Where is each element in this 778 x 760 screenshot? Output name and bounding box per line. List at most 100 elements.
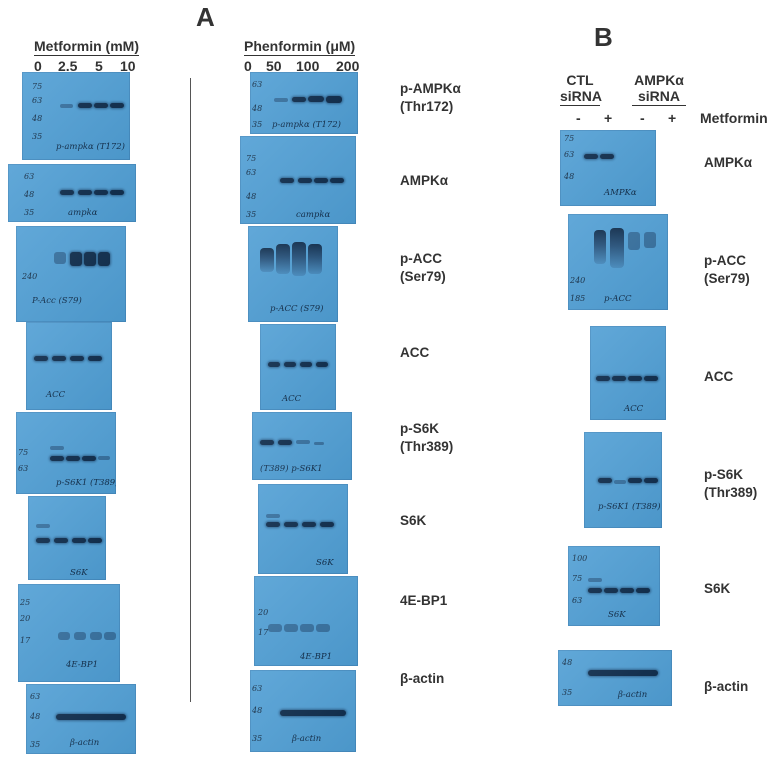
band <box>284 522 298 527</box>
blot-phen-p-acc: 240 185 p-ACC (S79) <box>248 226 338 322</box>
b-row-label-s6k: S6K <box>704 581 731 596</box>
blot-met-acc: 240 185 ACC <box>26 322 112 410</box>
band <box>88 538 102 543</box>
band <box>266 522 280 527</box>
band <box>588 578 602 582</box>
band <box>60 190 74 195</box>
sign-2: + <box>604 110 613 126</box>
ampk-sirna-header: AMPKα siRNA <box>632 72 686 106</box>
band <box>98 456 110 460</box>
band <box>292 242 306 276</box>
band <box>330 178 344 183</box>
row-label-4ebp1: 4E-BP1 <box>400 593 448 608</box>
band <box>266 514 280 518</box>
blot-phen-s6k: 75 63 S6K <box>258 484 348 574</box>
row-label-p-acc: p-ACC(Ser79) <box>400 251 446 284</box>
ctl-sirna-header: CTL siRNA <box>560 72 603 106</box>
band <box>316 624 330 632</box>
band <box>70 252 82 266</box>
band <box>50 446 64 450</box>
band <box>72 538 86 543</box>
blot-phen-ampk: 75 63 48 35 campkα <box>240 136 356 224</box>
band <box>326 96 342 103</box>
band <box>98 252 110 266</box>
band <box>610 228 624 268</box>
blot-met-ampk: 63 48 35 ampkα <box>8 164 136 222</box>
blot-met-b-actin: 63 48 35 β-actin <box>26 684 136 754</box>
band <box>268 624 282 632</box>
blot-met-p-ampk: 75 63 48 35 p-ampkα (T172) <box>22 72 130 160</box>
metformin-conc-2: 5 <box>95 58 103 74</box>
band <box>628 376 642 381</box>
band <box>34 356 48 361</box>
band <box>628 478 642 483</box>
phenformin-conc-3: 200 <box>336 58 360 74</box>
band <box>584 154 598 159</box>
band <box>588 588 602 593</box>
band <box>88 356 102 361</box>
band <box>260 248 274 272</box>
phenformin-conc-2: 100 <box>296 58 320 74</box>
band <box>104 632 116 640</box>
band <box>296 440 310 444</box>
band <box>308 244 322 274</box>
band <box>84 252 96 266</box>
band <box>60 104 73 108</box>
blot-b-p-s6k: 100 75 63 p-S6K1 (T389) <box>584 432 662 528</box>
band <box>70 356 84 361</box>
metformin-header: Metformin (mM) <box>34 38 139 56</box>
band <box>74 632 86 640</box>
band <box>284 362 296 367</box>
band <box>612 376 626 381</box>
b-row-label-ampk: AMPKα <box>704 155 753 170</box>
blot-met-4ebp1: 25 20 17 4E-BP1 <box>18 584 120 682</box>
row-label-acc: ACC <box>400 345 430 360</box>
band <box>36 524 50 528</box>
band <box>292 97 306 102</box>
blot-met-p-s6k: 75 63 p-S6K1 (T389) <box>16 412 116 494</box>
band <box>260 440 274 445</box>
band <box>614 480 626 484</box>
band <box>298 178 312 183</box>
blot-phen-p-ampk: 63 48 35 p-ampkα (T172) <box>250 72 358 134</box>
metformin-treatment-label: Metformin <box>700 110 768 126</box>
blot-met-s6k: 75 63 S6K <box>28 496 106 580</box>
band <box>644 376 658 381</box>
blot-phen-b-actin: 63 48 35 β-actin <box>250 670 356 752</box>
band <box>82 456 96 461</box>
row-label-p-ampk: p-AMPKα(Thr172) <box>400 81 461 114</box>
sign-4: + <box>668 110 677 126</box>
band <box>58 632 70 640</box>
row-label-ampk: AMPKα <box>400 173 449 188</box>
b-row-label-acc: ACC <box>704 369 734 384</box>
sign-3: - <box>640 110 645 126</box>
blot-phen-acc: 240 185 ACC <box>260 324 336 410</box>
band <box>94 190 108 195</box>
band <box>620 588 634 593</box>
blot-met-p-acc: 240 P-Acc (S79) <box>16 226 126 322</box>
b-row-label-b-actin: β-actin <box>704 679 749 694</box>
band <box>598 478 612 483</box>
band <box>110 103 124 108</box>
band <box>300 624 314 632</box>
phenformin-conc-1: 50 <box>266 58 282 74</box>
band <box>54 252 66 264</box>
band <box>596 376 610 381</box>
row-label-s6k: S6K <box>400 513 427 528</box>
blot-b-s6k: 100 75 63 S6K <box>568 546 660 626</box>
blot-b-ampk: 75 63 48 AMPKα <box>560 130 656 206</box>
sign-1: - <box>576 110 581 126</box>
band <box>644 478 658 483</box>
band <box>268 362 280 367</box>
band <box>78 190 92 195</box>
band <box>36 538 50 543</box>
band <box>314 442 324 445</box>
band <box>308 96 324 102</box>
band <box>90 632 102 640</box>
band <box>636 588 650 593</box>
panel-letter-b: B <box>594 22 613 52</box>
blot-b-b-actin: 48 35 β-actin <box>558 650 672 706</box>
band <box>66 456 80 461</box>
band <box>302 522 316 527</box>
blot-b-p-acc: 240 185 p-ACC <box>568 214 668 310</box>
